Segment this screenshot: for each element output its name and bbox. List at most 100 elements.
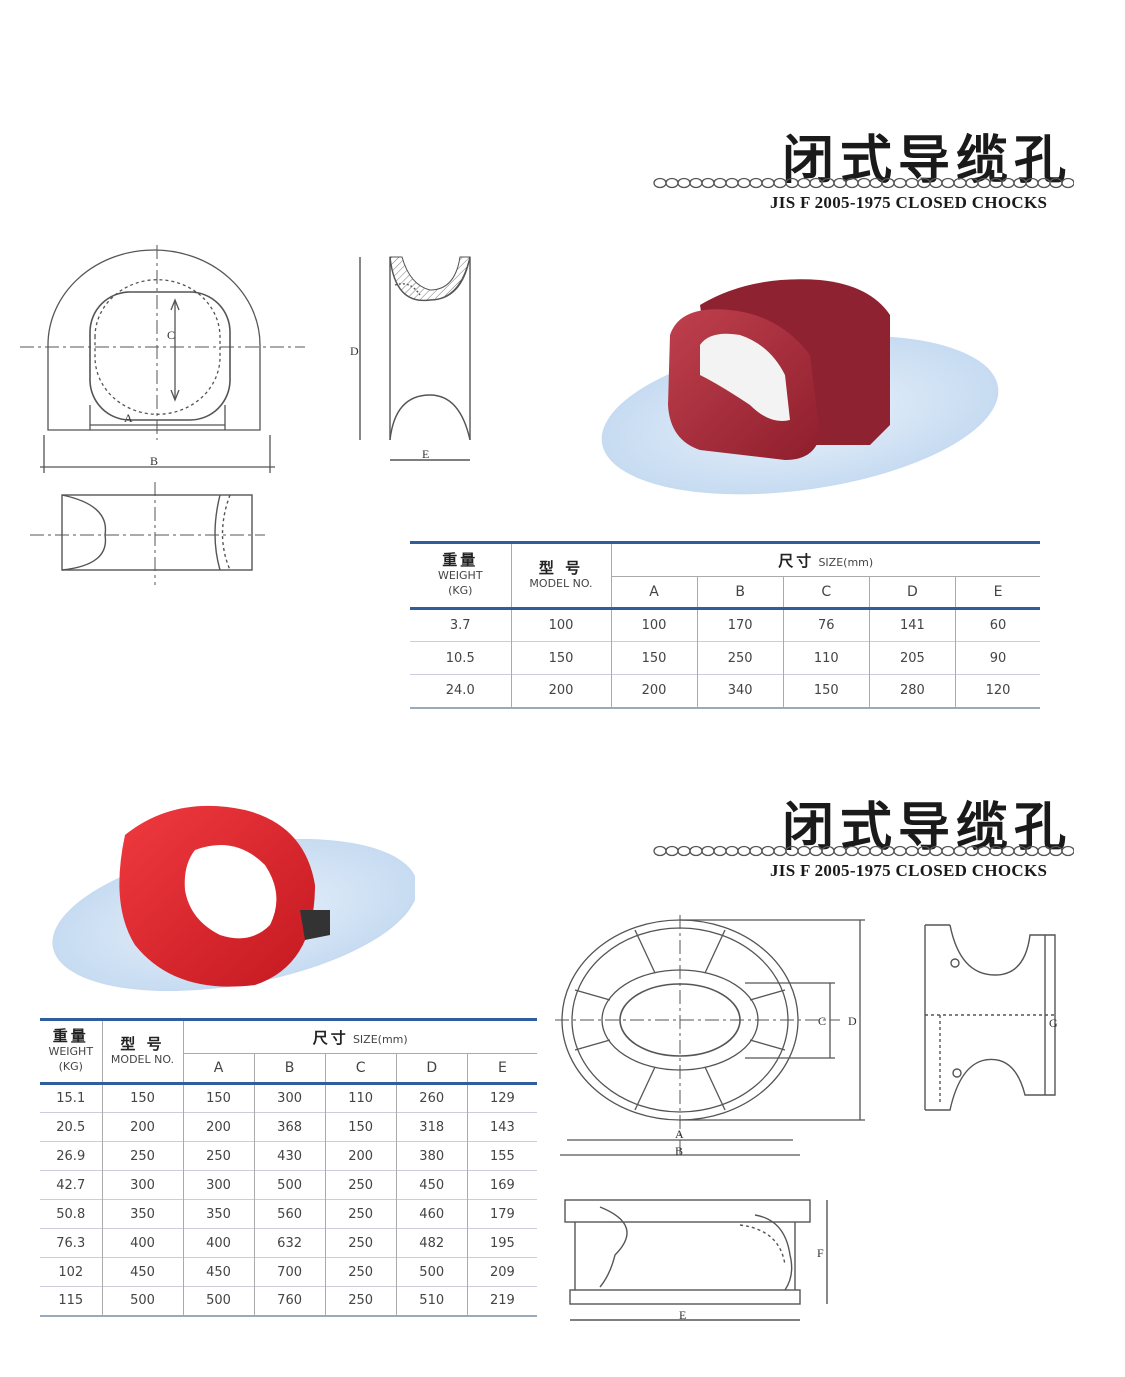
table-cell: 42.7 — [40, 1170, 103, 1200]
col-header-d: D — [396, 1053, 468, 1084]
table-cell: 510 — [396, 1286, 468, 1316]
table-cell: 700 — [254, 1257, 326, 1287]
table-cell: 250 — [102, 1141, 184, 1171]
table-cell: 368 — [254, 1112, 326, 1142]
dim-label-e-1: E — [422, 447, 429, 461]
table-cell: 120 — [985, 683, 1011, 699]
table-cell: 450 — [102, 1257, 184, 1287]
drawing-top-view-1 — [30, 482, 265, 585]
table-cell: 250 — [183, 1141, 255, 1171]
table-cell: 250 — [325, 1286, 397, 1316]
table-cell: 200 — [183, 1112, 255, 1142]
table-cell: 350 — [183, 1199, 255, 1229]
table-cell: 150 — [183, 1083, 255, 1113]
table-cell: 219 — [489, 1293, 515, 1309]
table-cell: 400 — [102, 1228, 184, 1258]
col-header-c: C — [783, 576, 870, 609]
table-cell: 260 — [396, 1083, 468, 1113]
table-cell: 15.1 — [40, 1083, 103, 1113]
table-cell: 150 — [511, 641, 612, 675]
header-weight: 重量 WEIGHT (KG) — [410, 542, 512, 609]
table-cell: 430 — [254, 1141, 326, 1171]
table-cell: 400 — [183, 1228, 255, 1258]
header-size: 尺寸 SIZE(mm) — [611, 542, 1040, 577]
table-cell: 500 — [254, 1170, 326, 1200]
dim-label-g-2: G — [1049, 1016, 1058, 1030]
table-cell: 100 — [611, 608, 698, 642]
drawing-side-view-1: D E — [350, 256, 471, 461]
dim-label-a-2: A — [675, 1127, 684, 1141]
chain-divider-2 — [653, 845, 1074, 857]
col-header-b: B — [697, 576, 784, 609]
section1-title-cn: 闭式导缆孔 — [782, 130, 1073, 191]
table-cell: 129 — [489, 1091, 515, 1106]
table-cell: 250 — [325, 1228, 397, 1258]
drawing-top-view-2: F E — [564, 1199, 828, 1322]
table-cell: 143 — [489, 1119, 515, 1135]
table-cell: 26.9 — [40, 1141, 103, 1171]
table-cell: 318 — [396, 1112, 468, 1142]
table-cell: 560 — [254, 1199, 326, 1229]
table-cell: 340 — [697, 674, 784, 708]
dim-label-d-1: D — [350, 344, 359, 358]
drawing-front-view-1: A B C — [20, 245, 305, 473]
spec-table-2: 重量 WEIGHT (KG) 型 号 MODEL NO. 尺寸 SIZE(mm)… — [40, 1018, 537, 1317]
dim-label-b-2: B — [675, 1144, 683, 1158]
section2-title-cn: 闭式导缆孔 — [782, 797, 1073, 858]
table-cell: 20.5 — [40, 1112, 103, 1142]
header-model: 型 号 MODEL NO. — [511, 542, 612, 609]
table-cell: 300 — [254, 1083, 326, 1113]
table-cell: 200 — [611, 674, 698, 708]
table-cell: 300 — [183, 1170, 255, 1200]
table-cell: 141 — [869, 608, 957, 642]
table-cell: 450 — [396, 1170, 468, 1200]
table-cell: 500 — [183, 1286, 255, 1316]
section2-title-en: JIS F 2005-1975 CLOSED CHOCKS — [770, 861, 1048, 880]
header-weight: 重量 WEIGHT (KG) — [40, 1019, 103, 1084]
table-cell: 209 — [489, 1264, 515, 1280]
dim-label-c-2: C — [818, 1014, 826, 1028]
table-cell: 60 — [989, 618, 1007, 633]
table-cell: 500 — [102, 1286, 184, 1316]
table-cell: 195 — [489, 1235, 515, 1251]
table-cell: 300 — [102, 1170, 184, 1200]
table-cell: 350 — [102, 1199, 184, 1229]
table-cell: 10.5 — [410, 641, 512, 675]
table-cell: 250 — [325, 1199, 397, 1229]
col-header-a: A — [183, 1053, 255, 1084]
spec-table-1: 重量 WEIGHT (KG) 型 号 MODEL NO. 尺寸 SIZE(mm)… — [410, 541, 1040, 709]
header-model: 型 号 MODEL NO. — [102, 1019, 184, 1084]
table-cell: 100 — [511, 608, 612, 642]
table-cell: 760 — [254, 1286, 326, 1316]
dim-label-b-1: B — [150, 454, 158, 468]
table-cell: 102 — [40, 1257, 103, 1287]
chock-photo-1 — [601, 279, 999, 495]
dim-label-a-1: A — [124, 411, 133, 425]
dim-label-f-2: F — [817, 1246, 824, 1260]
table-cell: 110 — [783, 641, 870, 675]
table-cell: 115 — [40, 1286, 103, 1316]
col-header-e: E — [497, 1060, 507, 1076]
col-header-c: C — [325, 1053, 397, 1084]
col-header-b: B — [254, 1053, 326, 1084]
section1-title-en: JIS F 2005-1975 CLOSED CHOCKS — [770, 193, 1048, 212]
table-cell: 150 — [325, 1112, 397, 1142]
table-cell: 482 — [396, 1228, 468, 1258]
table-cell: 169 — [489, 1177, 515, 1193]
table-cell: 632 — [254, 1228, 326, 1258]
table-cell: 250 — [325, 1257, 397, 1287]
dim-label-e-2: E — [679, 1308, 686, 1322]
table-cell: 200 — [102, 1112, 184, 1142]
drawing-front-view-2: A B C D — [555, 915, 865, 1158]
